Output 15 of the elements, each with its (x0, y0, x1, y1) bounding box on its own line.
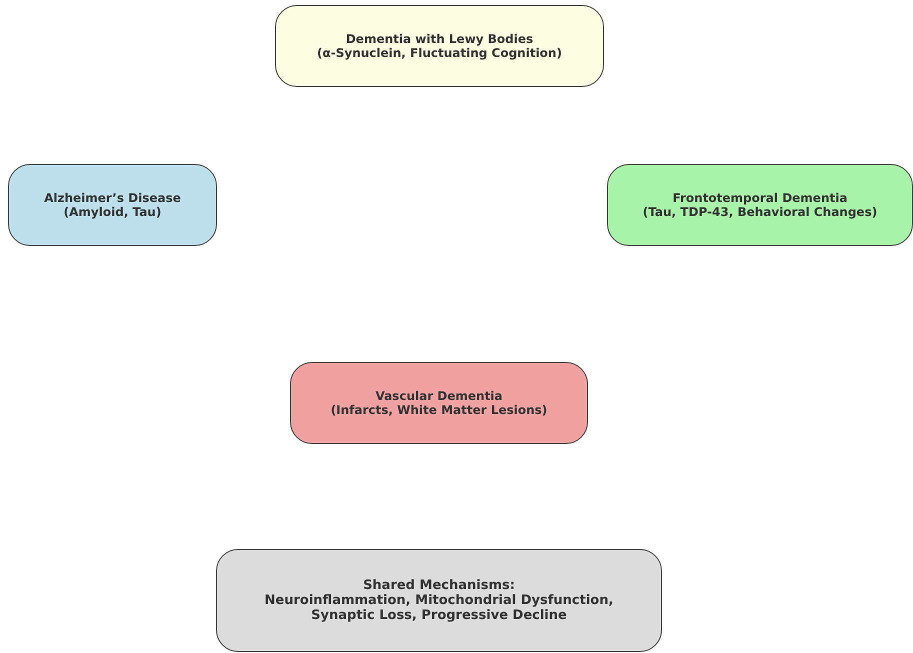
node-description: (α-Synuclein, Fluctuating Cognition) (317, 46, 562, 60)
node-description: (Tau, TDP-43, Behavioral Changes) (642, 205, 878, 219)
node-title: Shared Mechanisms: (363, 578, 515, 593)
node-title: Frontotemporal Dementia (672, 191, 848, 205)
node-title: Vascular Dementia (375, 389, 503, 403)
rounded-box (275, 5, 604, 87)
rounded-box (607, 164, 913, 246)
rounded-box (216, 549, 662, 652)
rounded-box (8, 164, 217, 246)
node-description: (Infarcts, White Matter Lesions) (330, 403, 548, 417)
node-description: Neuroinflammation, Mitochondrial Dysfunction, Synaptic Loss, Progressive Decline (264, 593, 614, 623)
node-title: Dementia with Lewy Bodies (346, 32, 534, 46)
node-description: (Amyloid, Tau) (64, 205, 162, 219)
node-title: Alzheimer’s Disease (44, 191, 181, 205)
rounded-box (290, 362, 588, 444)
